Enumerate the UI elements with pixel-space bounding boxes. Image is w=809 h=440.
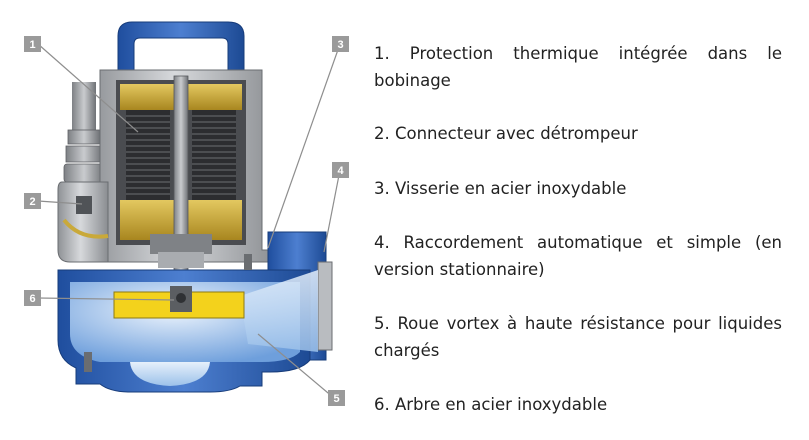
svg-text:3: 3 [337, 39, 343, 51]
handle [117, 21, 245, 71]
legend-item-2: 2. Connecteur avec détrompeur [374, 124, 638, 143]
callout-6: 6 [24, 290, 41, 306]
pump-cutaway-diagram: 1 2 3 4 5 6 [24, 21, 349, 406]
callout-1: 1 [24, 36, 41, 52]
legend-item-1: 1. Protection thermique intégrée dans le… [374, 44, 782, 90]
legend-item-5: 5. Roue vortex à haute résistance pour l… [374, 314, 782, 360]
callout-5: 5 [328, 390, 345, 406]
callout-3: 3 [332, 36, 349, 52]
bolt [244, 254, 252, 270]
svg-text:5: 5 [333, 393, 339, 405]
callout-4: 4 [332, 162, 349, 178]
stator-winding [126, 110, 236, 200]
svg-text:6: 6 [29, 293, 35, 305]
bolt [84, 352, 92, 372]
connector-block [57, 181, 109, 263]
svg-text:1: 1 [29, 39, 35, 51]
legend-item-4: 4. Raccordement automatique et simple (e… [374, 233, 782, 279]
svg-text:2: 2 [29, 196, 35, 208]
legend-item-6: 6. Arbre en acier inoxydable [374, 395, 608, 414]
legend-item-3: 3. Visserie en acier inoxydable [374, 179, 627, 198]
svg-text:4: 4 [337, 165, 344, 177]
callout-2: 2 [24, 193, 41, 209]
